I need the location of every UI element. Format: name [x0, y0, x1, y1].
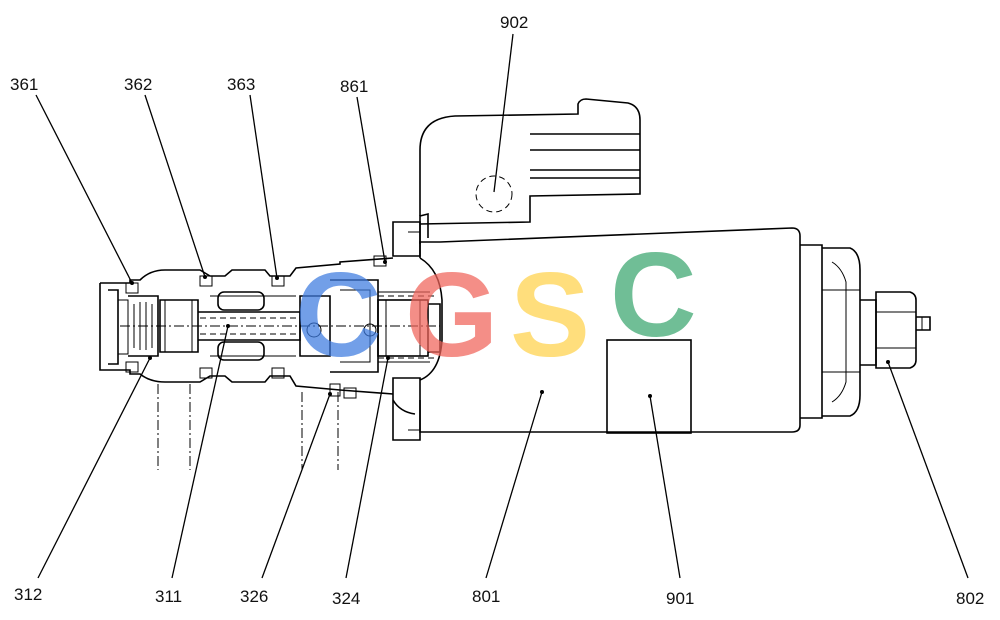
label-362: 362 — [124, 75, 152, 94]
connector-pin-marker — [475, 175, 513, 213]
label-361: 361 — [10, 75, 38, 94]
label-801: 801 — [472, 587, 500, 606]
watermark-letter-c2: C — [610, 228, 697, 362]
label-311: 311 — [155, 587, 182, 606]
label-861: 861 — [340, 77, 368, 96]
flange — [392, 221, 443, 441]
label-901: 901 — [666, 589, 694, 608]
watermark-letter-c1: C — [295, 248, 382, 382]
valve-cartridge — [99, 255, 441, 399]
watermark-letter-s: S — [510, 248, 590, 382]
label-312: 312 — [14, 585, 42, 604]
label-802: 802 — [956, 589, 984, 608]
part-labels: 361 362 363 861 902 312 311 326 324 801 … — [10, 13, 984, 608]
adjusting-screw — [860, 291, 931, 369]
label-902: 902 — [500, 13, 528, 32]
port-centerlines — [157, 384, 339, 470]
label-326: 326 — [240, 587, 268, 606]
watermark: C G S C — [295, 228, 697, 382]
leader-lines — [35, 33, 969, 579]
label-324: 324 — [332, 589, 360, 608]
label-363: 363 — [227, 75, 255, 94]
connector-housing — [419, 98, 641, 225]
adjusting-nut — [800, 244, 861, 419]
watermark-letter-g: G — [405, 248, 498, 382]
terminal-box — [606, 339, 692, 434]
